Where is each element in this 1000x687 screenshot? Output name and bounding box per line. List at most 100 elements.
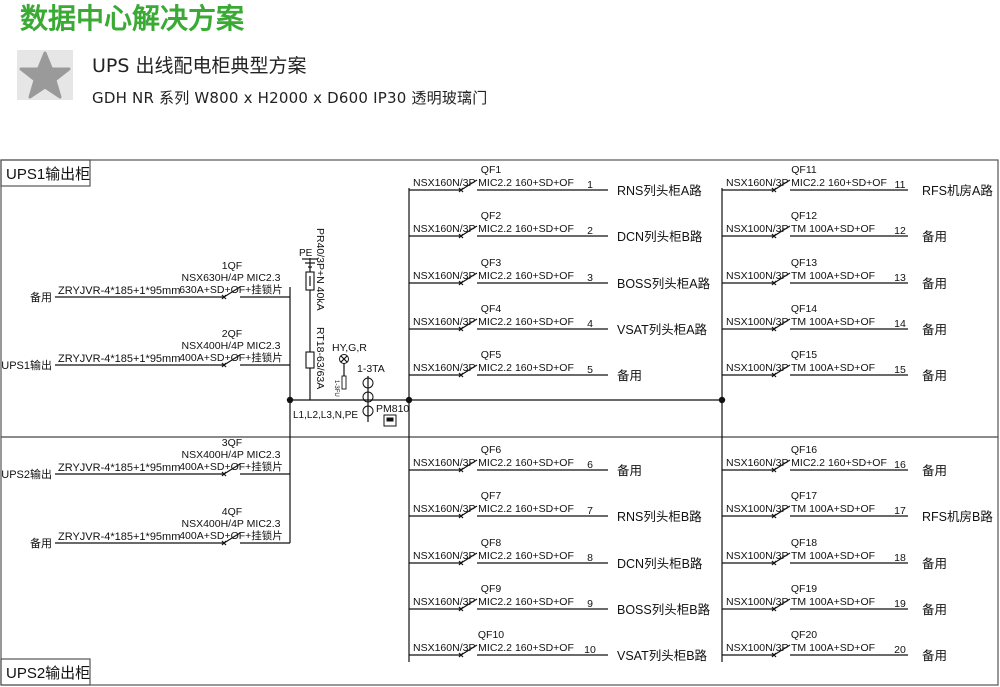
feeder-circuit-number: 5 <box>587 364 593 376</box>
indicator-lamp-label: HY,G,R <box>332 342 367 354</box>
feeder-circuit-number: 14 <box>894 318 906 330</box>
incomer-cable: ZRYJVR-4*185+1*95mm <box>58 353 180 365</box>
feeder-circuit-number: 3 <box>587 272 593 284</box>
incomer-breaker: NSX400H/4P MIC2.3 <box>181 449 280 461</box>
feeder-load-name: BOSS列头柜B路 <box>617 602 711 617</box>
feeder-breaker-model: NSX100N/3P TM 100A+SD+OF <box>726 642 875 654</box>
cabinet-spec: GDH NR 系列 W800 x H2000 x D600 IP30 透明玻璃门 <box>92 89 488 107</box>
incomer-cable: ZRYJVR-4*185+1*95mm <box>58 462 180 474</box>
feeder-load-name: 备用 <box>922 557 947 571</box>
feeder-load-name: 备用 <box>922 649 947 663</box>
feeder-breaker-model: NSX100N/3P TM 100A+SD+OF <box>726 503 875 515</box>
ups1-cabinet-label: UPS1输出柜 <box>6 166 90 183</box>
ups2-cabinet-label: UPS2输出柜 <box>6 665 90 682</box>
feeder-circuit-number: 7 <box>587 505 593 517</box>
incomer-source: UPS2输出 <box>1 467 52 481</box>
feeder-circuit-number: 10 <box>584 644 596 656</box>
protection-metering: PE PR40/3P+N 40kA RT18-63/63A HY,G,R 1-3… <box>293 228 409 427</box>
page-subtitle: UPS 出线配电柜典型方案 <box>92 55 307 77</box>
feeder-breaker-model: NSX100N/3P TM 100A+SD+OF <box>726 270 875 282</box>
feeder-breaker-tag: QF16 <box>791 444 817 456</box>
feeder-load-name: DCN列头柜B路 <box>617 229 703 244</box>
feeder-circuit-number: 17 <box>894 505 906 517</box>
feeder-breaker-tag: QF18 <box>791 537 817 549</box>
incomer-tag: 3QF <box>222 437 242 449</box>
feeder-breaker-model: NSX100N/3P TM 100A+SD+OF <box>726 316 875 328</box>
feeder-breaker-tag: QF10 <box>478 629 504 641</box>
feeder-circuit-number: 11 <box>895 179 906 191</box>
feeder-load-name: RFS机房B路 <box>922 509 993 524</box>
current-transformer-icon <box>362 377 374 389</box>
feeder-breaker-tag: QF19 <box>791 583 817 595</box>
feeder-circuit-number: 6 <box>587 459 593 471</box>
incomer-options: 400A+SD+OF+挂锁片 <box>179 529 283 542</box>
feeder-load-name: VSAT列头柜B路 <box>617 648 708 663</box>
feeder-breaker-model: NSX160N/3P MIC2.2 160+SD+OF <box>413 177 574 189</box>
incomer-breaker: NSX400H/4P MIC2.3 <box>181 340 280 352</box>
feeder-load-name: 备用 <box>922 277 947 291</box>
feeder-load-name: 备用 <box>922 230 947 244</box>
feeder-breaker-tag: QF14 <box>791 303 817 315</box>
ups2-label-box <box>0 658 91 686</box>
feeder-breaker-model: NSX160N/3P MIC2.2 160+SD+OF <box>413 550 574 562</box>
feeder-breaker-model: NSX160N/3P MIC2.2 160+SD+OF <box>413 457 574 469</box>
ups2-cabinet-frame <box>0 436 999 686</box>
feeder-breaker-model: NSX160N/3P MIC2.2 160+SD+OF <box>413 362 574 374</box>
feeder-breaker-tag: QF20 <box>791 629 817 641</box>
incomer-source: UPS1输出 <box>1 358 52 372</box>
feeder-breaker-model: NSX160N/3P MIC2.2 160+SD+OF <box>726 177 887 189</box>
incomer-tag: 1QF <box>222 260 242 272</box>
incomer-source: 备用 <box>30 290 52 304</box>
incomer-options: 400A+SD+OF+挂锁片 <box>179 460 283 473</box>
feeder-breaker-tag: QF15 <box>791 349 817 361</box>
incomer-cable: ZRYJVR-4*185+1*95mm <box>58 531 180 543</box>
feeder-breaker-model: NSX160N/3P MIC2.2 160+SD+OF <box>413 316 574 328</box>
feeder-load-name: 备用 <box>922 369 947 383</box>
feeder-breaker-model: NSX100N/3P TM 100A+SD+OF <box>726 550 875 562</box>
feeder-breaker-tag: QF6 <box>481 444 502 456</box>
feeder-breaker-tag: QF8 <box>481 537 502 549</box>
small-fuse-label: 1-3FU <box>333 380 339 397</box>
feeder-breaker-tag: QF3 <box>481 257 502 269</box>
page-title: 数据中心解决方案 <box>20 2 245 35</box>
feeder-breaker-tag: QF17 <box>791 490 817 502</box>
feeder-circuit-number: 1 <box>587 179 593 191</box>
fuse-symbol <box>305 351 315 369</box>
ups1-label-box <box>0 159 91 187</box>
feeder-load-name: RFS机房A路 <box>922 183 993 198</box>
incomer-breaker: NSX630H/4P MIC2.3 <box>181 272 280 284</box>
feeder-circuit-number: 12 <box>894 225 906 237</box>
star-logo-icon <box>17 50 73 100</box>
incomer-source: 备用 <box>30 536 52 550</box>
feeder-breaker-tag: QF9 <box>481 583 502 595</box>
feeder-breaker-model: NSX160N/3P MIC2.2 160+SD+OF <box>413 642 574 654</box>
feeder-circuit-number: 9 <box>587 598 593 610</box>
incomer-options: 400A+SD+OF+挂锁片 <box>179 351 283 364</box>
feeder-circuit-number: 16 <box>894 459 906 471</box>
feeder-load-name: 备用 <box>922 464 947 478</box>
feeder-breaker-tag: QF1 <box>481 164 502 176</box>
incomer-breaker: NSX400H/4P MIC2.3 <box>181 518 280 530</box>
feeder-load-name: 备用 <box>922 323 947 337</box>
bus-junction <box>718 396 726 404</box>
surge-protector-label: PR40/3P+N 40kA <box>314 228 326 311</box>
feeder-breaker-tag: QF7 <box>481 490 502 502</box>
feeder-load-name: VSAT列头柜A路 <box>617 322 708 337</box>
feeder-breaker-tag: QF2 <box>481 210 502 222</box>
feeder-circuit-number: 20 <box>894 644 906 656</box>
incomer-options: 630A+SD+OF+挂锁片 <box>179 283 283 296</box>
ct-label: 1-3TA <box>357 363 385 375</box>
feeder-circuit-number: 19 <box>894 598 906 610</box>
